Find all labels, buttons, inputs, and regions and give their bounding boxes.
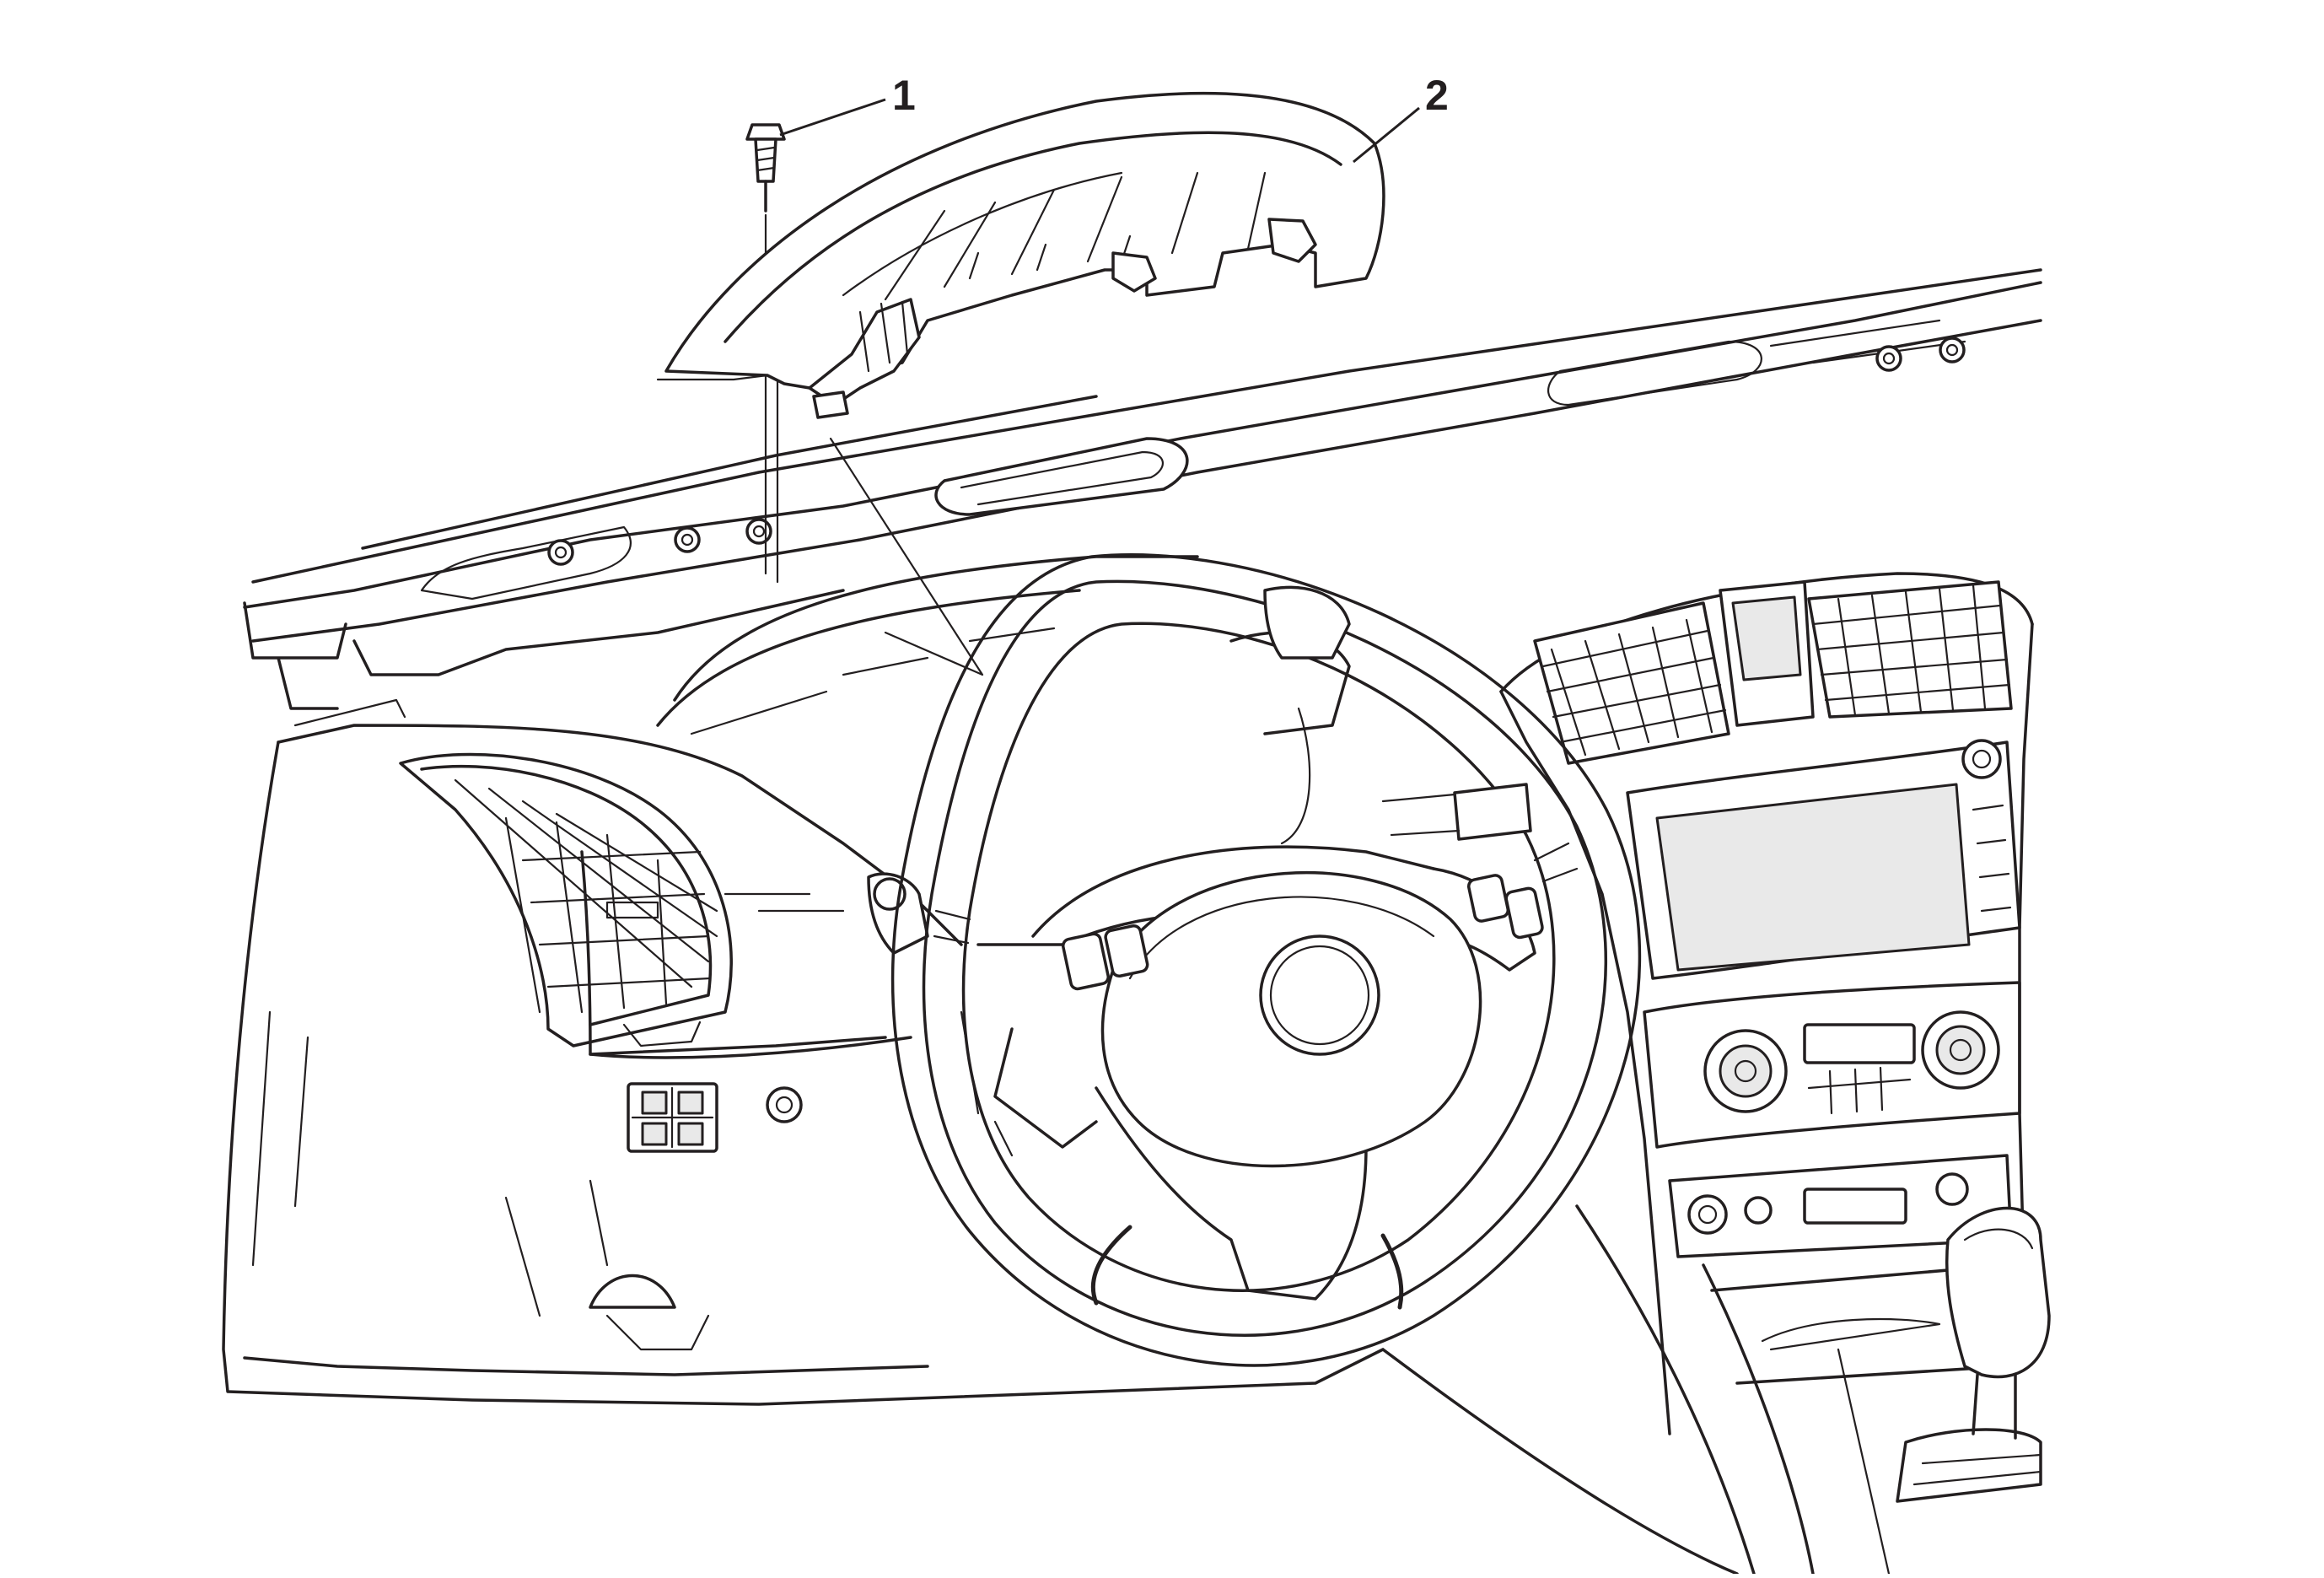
center-stack [1499, 572, 2051, 1575]
callout-1: 1 [779, 72, 916, 137]
callout-label-2: 2 [1425, 72, 1449, 119]
center-air-vent-icon [1533, 580, 2013, 765]
air-vent-icon [399, 752, 733, 1048]
nut-fasteners [547, 337, 1966, 566]
callout-label-1: 1 [892, 72, 916, 119]
radio-display-icon [1626, 739, 2021, 980]
callout-leader-1 [779, 98, 886, 137]
gear-shifter-icon [1896, 1206, 2051, 1503]
callout-2: 2 [1353, 72, 1449, 164]
steering-wheel-icon [890, 553, 1642, 1367]
switch-block-icon [627, 1082, 803, 1153]
trim-bezel-icon [656, 91, 1385, 419]
callout-leader-2 [1353, 106, 1420, 164]
instrument-panel-icon [222, 268, 2042, 1575]
climate-control-icon [1643, 981, 2021, 1149]
fastener-icon [745, 123, 786, 213]
